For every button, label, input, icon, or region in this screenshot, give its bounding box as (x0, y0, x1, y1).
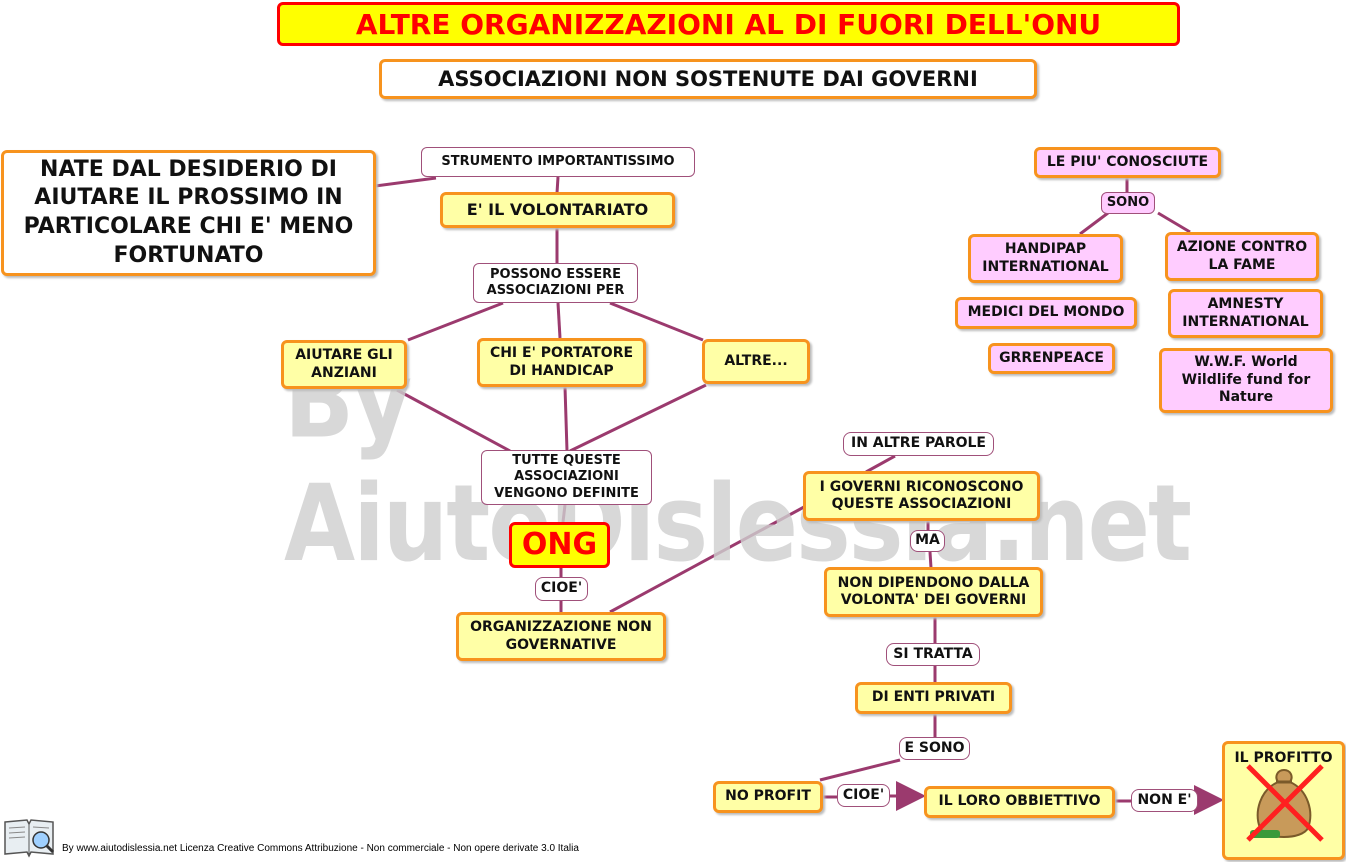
link-ma: MA (910, 530, 945, 552)
node-handicap: CHI E' PORTATORE DI HANDICAP (477, 338, 646, 387)
footer-license: By www.aiutodislessia.net Licenza Creati… (62, 843, 579, 854)
link-e-sono-text: E SONO (904, 739, 965, 756)
node-enti-text: DI ENTI PRIVATI (871, 689, 996, 706)
node-azione: AZIONE CONTRO LA FAME (1165, 232, 1319, 281)
link-si-tratta: SI TRATTA (886, 643, 980, 666)
node-azione-text: AZIONE CONTRO LA FAME (1176, 239, 1308, 273)
node-wwf: W.W.F. World Wildlife fund for Nature (1159, 348, 1333, 413)
link-cioe-1: CIOE' (535, 577, 588, 601)
node-possono: POSSONO ESSERE ASSOCIAZIONI PER (473, 263, 638, 303)
node-profitto-text: IL PROFITTO (1234, 750, 1333, 766)
node-organizzazione-text: ORGANIZZAZIONE NON GOVERNATIVE (470, 619, 652, 653)
node-nondipendono-text: NON DIPENDONO DALLA VOLONTA' DEI GOVERNI (837, 574, 1030, 609)
node-anziani: AIUTARE GLI ANZIANI (281, 340, 407, 389)
node-volontariato-text: E' IL VOLONTARIATO (466, 200, 649, 219)
node-altre-text: ALTRE... (724, 352, 788, 369)
link-si-tratta-text: SI TRATTA (893, 645, 973, 662)
page-title-text: ALTRE ORGANIZZAZIONI AL DI FUORI DELL'ON… (355, 7, 1102, 41)
node-organizzazione: ORGANIZZAZIONE NON GOVERNATIVE (456, 612, 666, 661)
node-nate: NATE DAL DESIDERIO DI AIUTARE IL PROSSIM… (1, 150, 376, 276)
node-obbiettivo-text: IL LORO OBBIETTIVO (938, 793, 1101, 810)
node-medici-text: MEDICI DEL MONDO (967, 304, 1125, 321)
book-logo-icon (4, 819, 55, 858)
node-noprofit: NO PROFIT (713, 781, 823, 813)
link-non-e-text: NON E' (1137, 791, 1192, 808)
node-amnesty-text: AMNESTY INTERNATIONAL (1182, 296, 1309, 330)
node-greenpeace: GRRENPEACE (988, 343, 1115, 374)
node-possono-text: POSSONO ESSERE ASSOCIAZIONI PER (486, 266, 625, 298)
link-altre-parole: IN ALTRE PAROLE (843, 432, 994, 456)
subtitle-text: ASSOCIAZIONI NON SOSTENUTE DAI GOVERNI (438, 66, 978, 91)
node-handipap: HANDIPAP INTERNATIONAL (968, 234, 1123, 283)
node-obbiettivo: IL LORO OBBIETTIVO (924, 786, 1115, 818)
node-handicap-text: CHI E' PORTATORE DI HANDICAP (489, 345, 634, 379)
page-title: ALTRE ORGANIZZAZIONI AL DI FUORI DELL'ON… (277, 2, 1180, 46)
node-governi: I GOVERNI RICONOSCONO QUESTE ASSOCIAZION… (803, 471, 1040, 521)
link-ma-text: MA (915, 532, 940, 549)
node-nondipendono: NON DIPENDONO DALLA VOLONTA' DEI GOVERNI (824, 567, 1043, 617)
link-cioe-2-text: CIOE' (842, 786, 885, 803)
node-governi-text: I GOVERNI RICONOSCONO QUESTE ASSOCIAZION… (819, 478, 1024, 513)
node-amnesty: AMNESTY INTERNATIONAL (1168, 289, 1323, 338)
link-e-sono: E SONO (899, 737, 970, 760)
watermark: By AiutoDislessia.net (284, 338, 1192, 586)
subtitle-box: ASSOCIAZIONI NON SOSTENUTE DAI GOVERNI (379, 59, 1037, 99)
node-conosciute-text: LE PIU' CONOSCIUTE (1046, 153, 1209, 170)
node-strumento: STRUMENTO IMPORTANTISSIMO (421, 147, 695, 177)
node-wwf-text: W.W.F. World Wildlife fund for Nature (1181, 354, 1311, 406)
node-volontariato: E' IL VOLONTARIATO (440, 192, 675, 228)
node-greenpeace-text: GRRENPEACE (999, 349, 1104, 366)
node-ong: ONG (509, 522, 610, 568)
node-strumento-text: STRUMENTO IMPORTANTISSIMO (441, 153, 675, 169)
link-cioe-1-text: CIOE' (540, 580, 583, 597)
node-medici: MEDICI DEL MONDO (955, 297, 1137, 329)
node-ong-text: ONG (521, 527, 598, 563)
link-altre-parole-text: IN ALTRE PAROLE (851, 435, 986, 452)
link-non-e: NON E' (1131, 789, 1198, 812)
crossed-money-bag-icon (1246, 764, 1324, 842)
node-tutte: TUTTE QUESTE ASSOCIAZIONI VENGONO DEFINI… (481, 450, 652, 505)
node-noprofit-text: NO PROFIT (725, 788, 811, 805)
link-cioe-2: CIOE' (837, 784, 890, 807)
link-sono: SONO (1101, 192, 1155, 214)
node-tutte-text: TUTTE QUESTE ASSOCIAZIONI VENGONO DEFINI… (494, 453, 639, 501)
link-sono-text: SONO (1106, 194, 1150, 210)
node-handipap-text: HANDIPAP INTERNATIONAL (982, 241, 1109, 275)
node-nate-text: NATE DAL DESIDERIO DI AIUTARE IL PROSSIM… (23, 156, 354, 268)
node-anziani-text: AIUTARE GLI ANZIANI (295, 347, 393, 381)
node-enti: DI ENTI PRIVATI (855, 682, 1012, 714)
node-conosciute: LE PIU' CONOSCIUTE (1034, 147, 1221, 178)
node-altre: ALTRE... (702, 339, 810, 384)
